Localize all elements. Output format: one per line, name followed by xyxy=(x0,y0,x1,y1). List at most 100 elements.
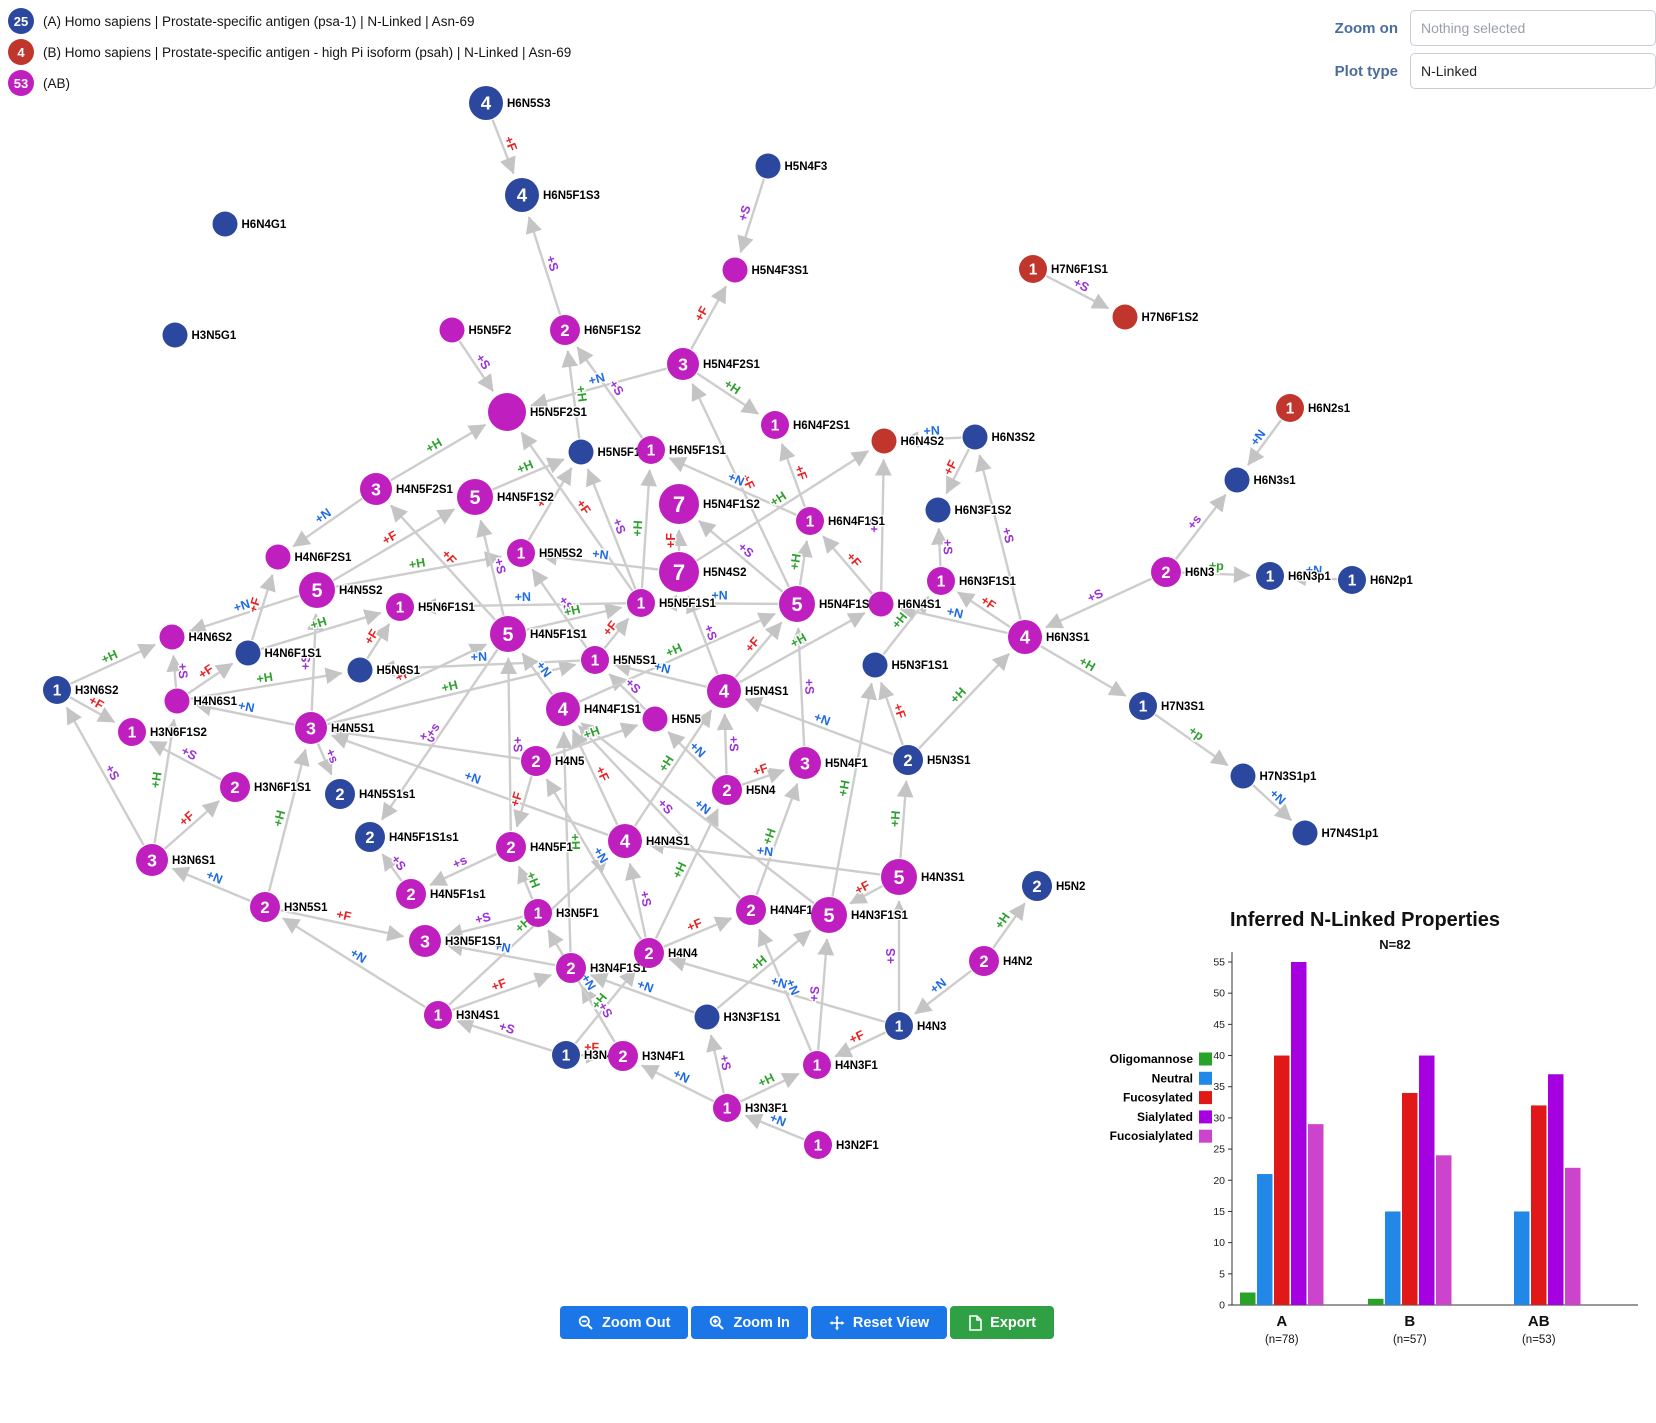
glycan-node[interactable]: H7N6F1S2 xyxy=(1112,304,1200,330)
glycan-node-circle[interactable] xyxy=(118,718,146,746)
glycan-node-circle[interactable] xyxy=(552,1041,580,1069)
glycan-node[interactable]: H6N3S2 xyxy=(962,424,1036,450)
glycan-node-circle[interactable] xyxy=(1019,255,1047,283)
glycan-node[interactable]: H3N5G1 xyxy=(162,322,238,348)
glycan-node-circle[interactable] xyxy=(360,473,392,505)
glycan-node-circle[interactable] xyxy=(43,676,71,704)
glycan-node-circle[interactable] xyxy=(490,616,526,652)
glycan-node-circle[interactable] xyxy=(568,439,594,465)
glycan-node-circle[interactable] xyxy=(755,153,781,179)
glycan-node-circle[interactable] xyxy=(1022,871,1052,901)
glycan-node-circle[interactable] xyxy=(488,393,526,431)
zoom-out-button[interactable]: Zoom Out xyxy=(560,1306,689,1339)
glycan-node-circle[interactable] xyxy=(779,586,815,622)
glycan-node[interactable]: H6N3s1 xyxy=(1224,467,1298,493)
glycan-node-circle[interactable] xyxy=(761,411,789,439)
glycan-node-circle[interactable] xyxy=(355,822,385,852)
glycan-node-circle[interactable] xyxy=(556,953,586,983)
glycan-node-circle[interactable] xyxy=(159,624,185,650)
glycan-node-circle[interactable] xyxy=(347,657,373,683)
glycan-node-circle[interactable] xyxy=(1129,692,1157,720)
glycan-node-circle[interactable] xyxy=(386,593,414,621)
glycan-node-circle[interactable] xyxy=(212,211,238,237)
glycan-node[interactable]: H4N6F1S1 xyxy=(235,640,323,666)
glycan-node-circle[interactable] xyxy=(796,507,824,535)
glycan-node-circle[interactable] xyxy=(1276,394,1304,422)
glycan-node[interactable]: H7N3S1p1 xyxy=(1230,763,1318,789)
glycan-node-circle[interactable] xyxy=(637,436,665,464)
glycan-node-circle[interactable] xyxy=(608,1041,638,1071)
glycan-node[interactable]: H6N4S1 xyxy=(868,591,943,617)
glycan-node-circle[interactable] xyxy=(424,1001,452,1029)
glycan-node-circle[interactable] xyxy=(627,589,655,617)
glycan-node-circle[interactable] xyxy=(712,775,742,805)
glycan-node[interactable]: H5N5F2S1 xyxy=(488,393,589,431)
glycan-node-circle[interactable] xyxy=(496,832,526,862)
glycan-node-circle[interactable] xyxy=(469,86,503,120)
glycan-node-circle[interactable] xyxy=(550,315,580,345)
glycan-node-circle[interactable] xyxy=(325,779,355,809)
glycan-node-circle[interactable] xyxy=(546,692,580,726)
glycan-node[interactable]: H4N6S1 xyxy=(164,688,239,714)
glycan-node[interactable]: H5N6S1 xyxy=(347,657,422,683)
glycan-node[interactable]: H4N6F2S1 xyxy=(265,544,353,570)
glycan-node-circle[interactable] xyxy=(969,946,999,976)
glycan-node-circle[interactable] xyxy=(250,892,280,922)
zoom-on-input[interactable] xyxy=(1410,10,1656,46)
glycan-node[interactable]: H4N6S2 xyxy=(159,624,233,650)
glycan-node-circle[interactable] xyxy=(881,859,917,895)
glycan-node-circle[interactable] xyxy=(505,178,539,212)
plot-type-select[interactable]: N-Linked xyxy=(1410,53,1656,89)
glycan-node[interactable]: H5N4F3S1 xyxy=(722,257,810,283)
glycan-node-circle[interactable] xyxy=(524,899,552,927)
glycan-node[interactable]: H5N3F1S1 xyxy=(862,652,950,678)
glycan-node-circle[interactable] xyxy=(235,640,261,666)
glycan-node[interactable]: H5N5F2 xyxy=(439,317,513,343)
glycan-node-circle[interactable] xyxy=(862,652,888,678)
glycan-node-circle[interactable] xyxy=(713,1094,741,1122)
glycan-node-circle[interactable] xyxy=(868,591,894,617)
glycan-node-circle[interactable] xyxy=(396,879,426,909)
glycan-node[interactable]: H3N3F1S1 xyxy=(694,1004,782,1030)
glycan-node-circle[interactable] xyxy=(439,317,465,343)
